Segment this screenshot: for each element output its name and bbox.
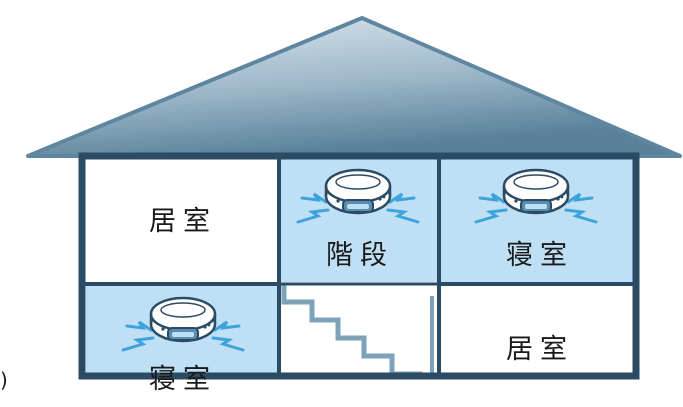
edge-glyph: ) (0, 368, 8, 392)
room-label-bedroom-upper-right: 寝室 (506, 240, 574, 271)
room-label-stairs: 階段 (326, 240, 394, 271)
room-label-living-lower-right: 居室 (506, 334, 574, 365)
room-label-living-upper-left: 居室 (149, 206, 217, 237)
outer-wall (78, 152, 640, 380)
room-label-bedroom-lower-left: 寝室 (149, 364, 217, 395)
roof (26, 16, 682, 158)
